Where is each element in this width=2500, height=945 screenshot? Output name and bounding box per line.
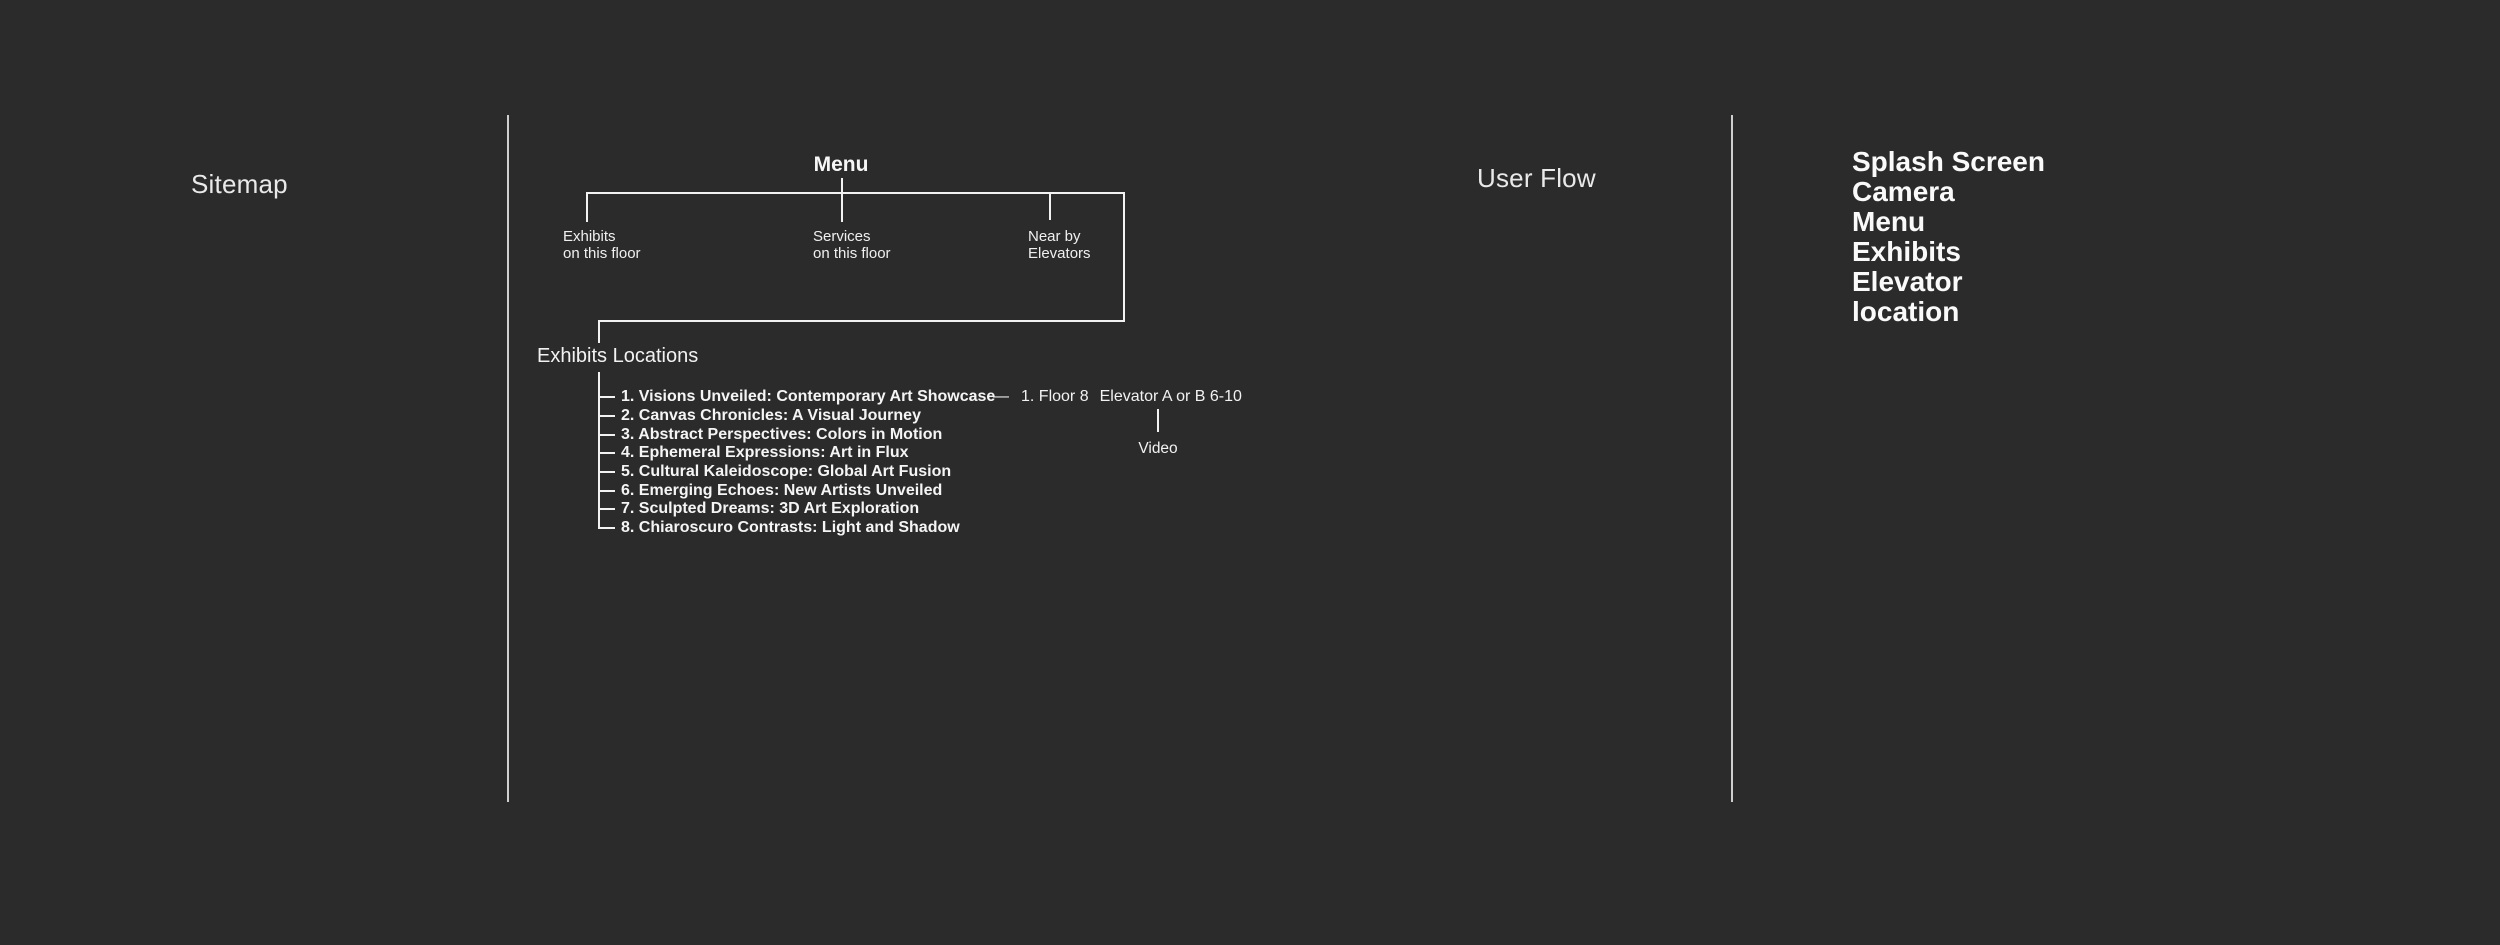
connector-item-tick: [598, 489, 615, 492]
sitemap-section-title: Sitemap: [191, 169, 288, 199]
connector-return-horizontal: [598, 320, 1125, 322]
exhibits-locations-label: Exhibits Locations: [537, 345, 699, 367]
exhibit-list-item: 8. Chiaroscuro Contrasts: Light and Shad…: [598, 519, 995, 538]
exhibit-item-label: 6. Emerging Echoes: New Artists Unveiled: [621, 481, 943, 499]
connector-item-tick: [598, 452, 615, 455]
branch-near-by-elevators: Near by Elevators: [1028, 228, 1091, 262]
detail-dash: —: [993, 388, 1009, 406]
connector-nearby-drop: [1049, 192, 1051, 220]
user-flow-screen-label: location: [1852, 296, 1960, 327]
connector-item-tick: [598, 433, 615, 436]
connector-exhibit-list-spine: [598, 372, 600, 528]
detail-floor-label: 1. Floor 8: [1021, 388, 1089, 406]
connector-group-drop: [598, 320, 600, 343]
exhibit-list-item: 6. Emerging Echoes: New Artists Unveiled: [598, 481, 995, 500]
exhibit-detail-row: — 1. Floor 8 Elevator A or B 6-10: [993, 388, 1242, 407]
section-divider-right: [1731, 115, 1733, 802]
user-flow-screen-label: Camera: [1852, 176, 1955, 207]
connector-video-drop: [1157, 409, 1159, 432]
connector-item-tick: [598, 471, 615, 474]
connector-right-edge-drop: [1123, 192, 1125, 322]
exhibit-list: 1. Visions Unveiled: Contemporary Art Sh…: [598, 388, 995, 538]
exhibit-item-label: 1. Visions Unveiled: Contemporary Art Sh…: [621, 388, 996, 406]
exhibit-list-item: 1. Visions Unveiled: Contemporary Art Sh…: [598, 388, 995, 407]
exhibit-item-label: 3. Abstract Perspectives: Colors in Moti…: [621, 425, 943, 443]
exhibit-item-label: 5. Cultural Kaleidoscope: Global Art Fus…: [621, 463, 952, 481]
exhibit-item-label: 2. Canvas Chronicles: A Visual Journey: [621, 407, 921, 425]
exhibit-item-label: 8. Chiaroscuro Contrasts: Light and Shad…: [621, 519, 960, 537]
exhibit-list-item: 3. Abstract Perspectives: Colors in Moti…: [598, 425, 995, 444]
detail-elevator-label: Elevator A or B 6-10: [1099, 388, 1242, 406]
exhibit-list-item: 5. Cultural Kaleidoscope: Global Art Fus…: [598, 463, 995, 482]
connector-item-tick: [598, 508, 615, 511]
video-node-label: Video: [1138, 440, 1178, 457]
user-flow-screen-label: Splash Screen: [1852, 146, 2045, 177]
user-flow-section-title: User Flow: [1477, 163, 1596, 193]
branch-services-on-this-floor: Services on this floor: [813, 228, 891, 262]
connector-item-tick: [598, 415, 615, 418]
connector-item-tick: [598, 527, 615, 530]
connector-branch-horizontal: [586, 192, 1125, 194]
connector-item-tick: [598, 396, 615, 399]
user-flow-screen-label: Elevator: [1852, 266, 1963, 297]
branch-exhibits-on-this-floor: Exhibits on this floor: [563, 228, 641, 262]
connector-menu-drop: [841, 178, 843, 222]
section-divider-left: [507, 115, 509, 802]
exhibit-item-label: 4. Ephemeral Expressions: Art in Flux: [621, 444, 909, 462]
user-flow-screen-label: Menu: [1852, 206, 1926, 237]
user-flow-screen-label: Exhibits: [1852, 236, 1961, 267]
connector-exhibits-drop: [586, 192, 588, 222]
exhibit-item-label: 7. Sculpted Dreams: 3D Art Exploration: [621, 500, 920, 518]
sitemap-root-node: Menu: [813, 153, 869, 176]
user-flow-screens-list: Splash Screen Camera Menu Exhibits Eleva…: [1852, 147, 2045, 327]
exhibit-list-item: 4. Ephemeral Expressions: Art in Flux: [598, 444, 995, 463]
exhibit-list-item: 2. Canvas Chronicles: A Visual Journey: [598, 407, 995, 426]
exhibit-list-item: 7. Sculpted Dreams: 3D Art Exploration: [598, 500, 995, 519]
